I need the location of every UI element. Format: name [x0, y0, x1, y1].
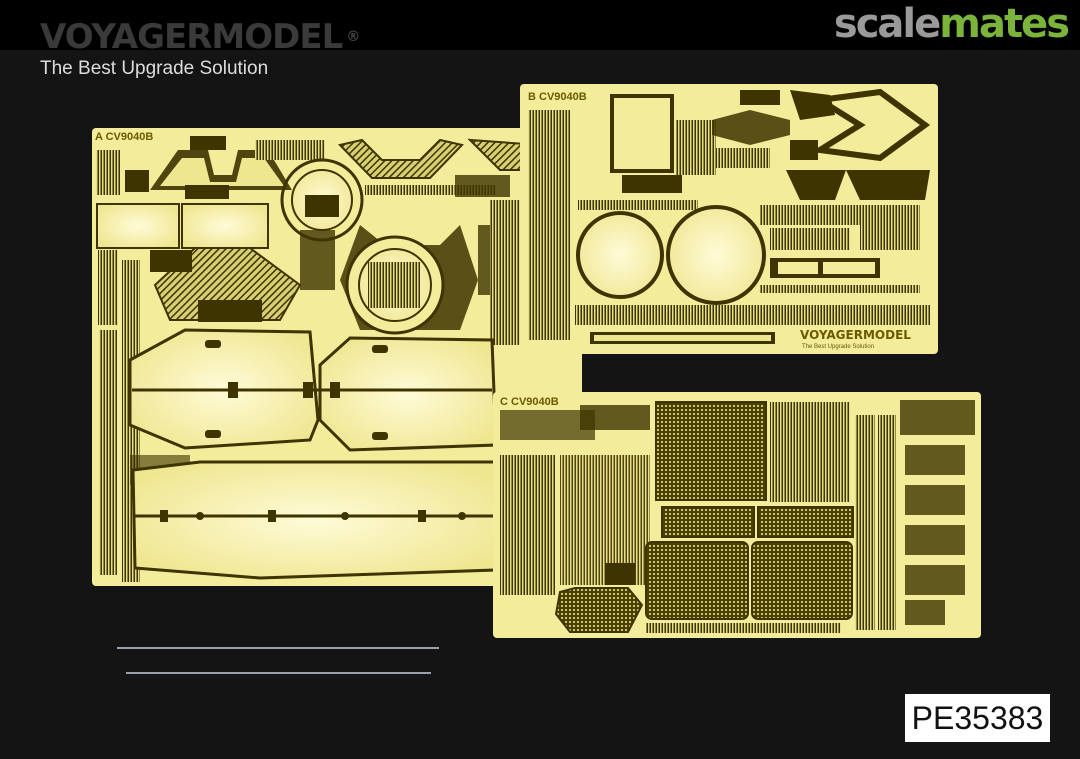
fret-c: C CV9040B — [493, 392, 981, 638]
fret-b-label: B CV9040B — [528, 91, 587, 103]
site-watermark-logo: scalemates — [833, 1, 1070, 47]
divider-line — [117, 647, 439, 649]
top-banner — [0, 0, 1080, 50]
fret-a-label: A CV9040B — [95, 131, 153, 143]
product-code-label: PE35383 — [905, 694, 1050, 742]
fret-b-logo-sub: The Best Upgrade Solution — [802, 344, 874, 350]
fret-b-logo: VOYAGERMODEL — [800, 328, 911, 342]
brand-tagline: The Best Upgrade Solution — [40, 58, 269, 79]
fret-a: A CV9040B — [92, 128, 582, 586]
fret-c-label: C CV9040B — [500, 396, 559, 408]
divider-line — [126, 672, 431, 674]
fret-b: B CV9040B VOYAGERMODEL The Best Upgrade … — [520, 84, 938, 354]
brand-logo: VOYAGERMODEL® — [40, 17, 360, 57]
